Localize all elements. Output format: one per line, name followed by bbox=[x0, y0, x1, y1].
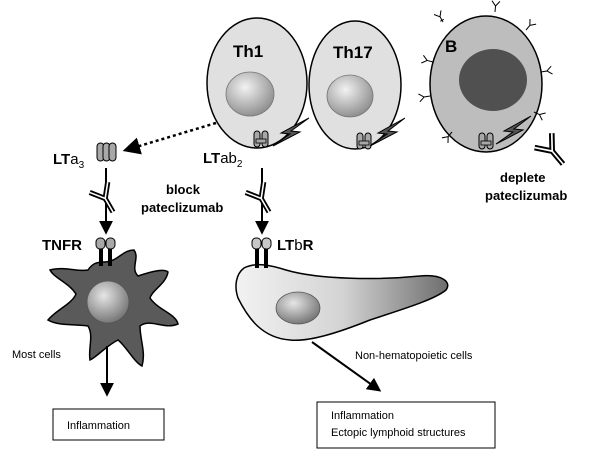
outcome-right-line-1: Inflammation bbox=[331, 410, 394, 422]
ltab2-label: LTab2 bbox=[203, 150, 243, 170]
lightning-icon-th1 bbox=[272, 117, 310, 147]
outcome-box-left: Inflammation bbox=[52, 408, 165, 441]
th1-nucleus bbox=[225, 71, 275, 117]
outcome-box-right: Inflammation Ectopic lymphoid structures bbox=[316, 401, 496, 449]
th17-nucleus bbox=[326, 74, 374, 118]
b-cell: B bbox=[418, 0, 553, 153]
non-hematopoietic-nucleus bbox=[275, 291, 321, 325]
lta3-trimer bbox=[96, 142, 117, 162]
non-hematopoietic-outcome-arrow bbox=[311, 341, 382, 392]
b-cell-nucleus bbox=[459, 49, 527, 111]
block-label-2: pateclizumab bbox=[141, 200, 223, 215]
lta3-label: LTa3 bbox=[53, 151, 85, 171]
b-cell-surface-antibodies bbox=[418, 0, 553, 144]
th1-label: Th1 bbox=[233, 42, 263, 61]
th17-cell: Th17 bbox=[308, 20, 402, 150]
th1-cell: Th1 bbox=[206, 17, 308, 149]
th17-label: Th17 bbox=[333, 43, 373, 62]
tnfr-label: TNFR bbox=[42, 237, 82, 254]
secretion-arrow bbox=[122, 121, 217, 155]
ltbr-receptor bbox=[251, 237, 272, 268]
lightning-icon-b bbox=[495, 115, 532, 145]
outcome-right-line-2: Ectopic lymphoid structures bbox=[331, 427, 466, 439]
tnfr-receptor bbox=[95, 237, 116, 266]
lightning-icon-th17 bbox=[369, 117, 406, 147]
most-cells-cell bbox=[46, 249, 179, 368]
ltbr-label: LTbR bbox=[277, 237, 314, 254]
most-cells-label: Most cells bbox=[12, 349, 61, 361]
outcome-left-text: Inflammation bbox=[67, 420, 130, 432]
non-hematopoietic-cell bbox=[235, 263, 449, 341]
deplete-label-1: deplete bbox=[500, 170, 546, 185]
deplete-label-2: pateclizumab bbox=[485, 188, 567, 203]
b-cell-label: B bbox=[445, 37, 457, 56]
antibody-icon-deplete bbox=[535, 133, 572, 171]
most-cells-nucleus bbox=[86, 280, 130, 324]
non-hematopoietic-label: Non-hematopoietic cells bbox=[355, 350, 473, 362]
block-label-1: block bbox=[166, 182, 201, 197]
